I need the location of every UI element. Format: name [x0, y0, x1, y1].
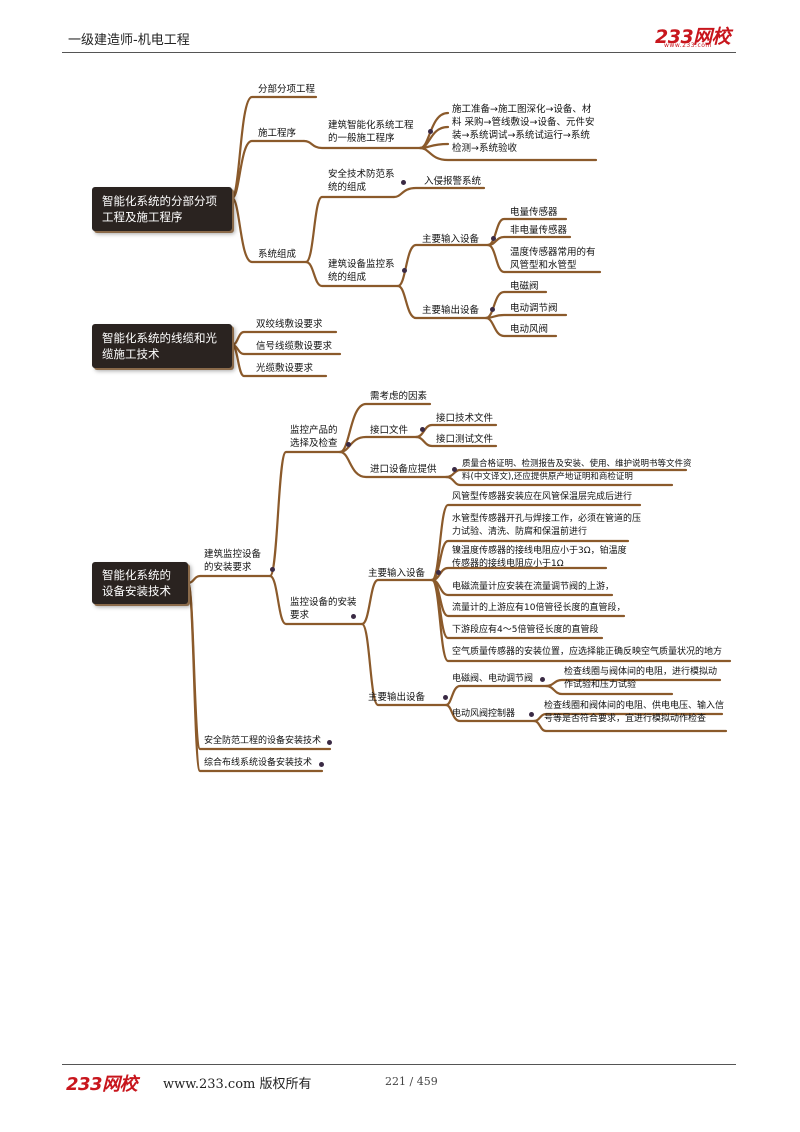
- collapse-dot-icon: [327, 740, 332, 745]
- node-cable-item: 光缆敷设要求: [256, 363, 314, 374]
- node-output-a-detail: 检查线圈与阀体间的电阻，进行模拟动作试验和压力试验: [564, 667, 718, 690]
- root-label: 智能化系统的设备安装技术: [102, 568, 171, 598]
- collapse-dot-icon: [351, 614, 356, 619]
- node-jiekou-item: 接口技术文件: [436, 413, 494, 424]
- node-input-devices: 主要输入设备: [422, 234, 480, 245]
- node-output-devices: 主要输出设备: [422, 305, 480, 316]
- node-jianzhu-install: 建筑监控设备的安装要求: [204, 549, 262, 573]
- node-input-item: 非电量传感器: [510, 225, 568, 236]
- node-shigong: 施工程序: [258, 128, 297, 139]
- node-output-b-detail: 检查线圈和阀体间的电阻、供电电压、输入信号等是否符合要求，宜进行模拟动作检查: [544, 701, 725, 724]
- header-rule: [62, 52, 736, 53]
- collapse-dot-icon: [490, 307, 495, 312]
- collapse-dot-icon: [346, 442, 351, 447]
- node-cable-item: 信号线缆敷设要求: [256, 341, 333, 352]
- collapse-dot-icon: [540, 677, 545, 682]
- node-jianzhu-monitor: 建筑设备监控系统的组成: [328, 259, 395, 283]
- root-node-smart-system-procedure: 智能化系统的分部分项工程及施工程序: [92, 187, 232, 231]
- collapse-dot-icon: [402, 268, 407, 273]
- node-zonghe: 综合布线系统设备安装技术: [204, 758, 313, 768]
- node-zhineng-procedure: 建筑智能化系统工程的一般施工程序: [328, 120, 414, 144]
- node-input-rule: 镍温度传感器的接线电阻应小于3Ω，铂温度传感器的接线电阻应小于1Ω: [452, 546, 627, 569]
- node-jiekou: 接口文件: [370, 425, 409, 436]
- collapse-dot-icon: [270, 567, 275, 572]
- node-kaolv: 需考虑的因素: [370, 391, 428, 402]
- footer-rule: [62, 1064, 736, 1065]
- root-label: 智能化系统的线缆和光缆施工技术: [102, 331, 217, 361]
- node-input-rule: 水管型传感器开孔与焊接工作，必须在管道的压力试验、清洗、防腐和保温前进行: [452, 514, 642, 537]
- collapse-dot-icon: [401, 180, 406, 185]
- footer-copyright: www.233.com 版权所有: [163, 1077, 312, 1092]
- node-jinkou: 进口设备应提供: [370, 464, 437, 475]
- collapse-dot-icon: [319, 762, 324, 767]
- brand-logo-url: www.233.com: [664, 42, 712, 49]
- node-anquan: 安全技术防范系统的组成: [328, 169, 395, 193]
- node-jinkou-detail: 质量合格证明、检测报告及安装、使用、维护说明书等文件资料(中文译文),还应提供原…: [462, 459, 692, 482]
- collapse-dot-icon: [428, 129, 433, 134]
- collapse-dot-icon: [443, 695, 448, 700]
- footer-logo: 233网校: [66, 1074, 138, 1095]
- node-input-rule: 流量计的上游应有10倍管径长度的直管段，: [452, 603, 626, 613]
- node-output-item: 电动风阀: [510, 324, 549, 335]
- header-title: 一级建造师-机电工程: [68, 33, 190, 48]
- root-label: 智能化系统的分部分项工程及施工程序: [102, 194, 217, 224]
- node-input-item: 温度传感器常用的有风管型和水管型: [510, 247, 596, 271]
- node-fenbu: 分部分项工程: [258, 84, 316, 95]
- node-input-item: 电量传感器: [510, 207, 558, 218]
- collapse-dot-icon: [420, 427, 425, 432]
- node-jiekou-item: 接口测试文件: [436, 434, 494, 445]
- node-output-a: 电磁阀、电动调节阀: [452, 674, 534, 684]
- brand-logo: 233网校: [655, 26, 731, 48]
- page-number: 221 / 459: [385, 1075, 438, 1088]
- node-input-rule: 风管型传感器安装应在风管保温层完成后进行: [452, 492, 633, 502]
- node-procedure-detail: 施工准备→施工图深化→设备、材料 采购→管线敷设→设备、元件安装→系统调试→系统…: [452, 104, 595, 154]
- root-node-cable-tech: 智能化系统的线缆和光缆施工技术: [92, 324, 232, 368]
- node-input-devices: 主要输入设备: [368, 568, 426, 579]
- node-xitong: 系统组成: [258, 249, 297, 260]
- node-input-rule: 下游段应有4～5倍管径长度的直管段: [452, 625, 599, 635]
- node-anfang: 安全防范工程的设备安装技术: [204, 736, 322, 746]
- collapse-dot-icon: [452, 467, 457, 472]
- root-node-install-tech: 智能化系统的设备安装技术: [92, 562, 188, 604]
- node-output-b: 电动风阀控制器: [452, 709, 516, 719]
- node-xuanze: 监控产品的选择及检查: [290, 425, 338, 449]
- collapse-dot-icon: [436, 570, 441, 575]
- node-input-rule: 空气质量传感器的安装位置，应选择能正确反映空气质量状况的地方: [452, 647, 723, 657]
- node-output-item: 电动调节阀: [510, 303, 558, 314]
- node-ruqin: 入侵报警系统: [424, 176, 482, 187]
- node-output-devices: 主要输出设备: [368, 692, 426, 703]
- collapse-dot-icon: [491, 236, 496, 241]
- node-input-rule: 电磁流量计应安装在流量调节阀的上游，: [452, 582, 615, 592]
- node-anzhuang: 监控设备的安装要求: [290, 597, 357, 621]
- node-output-item: 电磁阀: [510, 281, 539, 292]
- collapse-dot-icon: [529, 712, 534, 717]
- node-cable-item: 双绞线敷设要求: [256, 319, 323, 330]
